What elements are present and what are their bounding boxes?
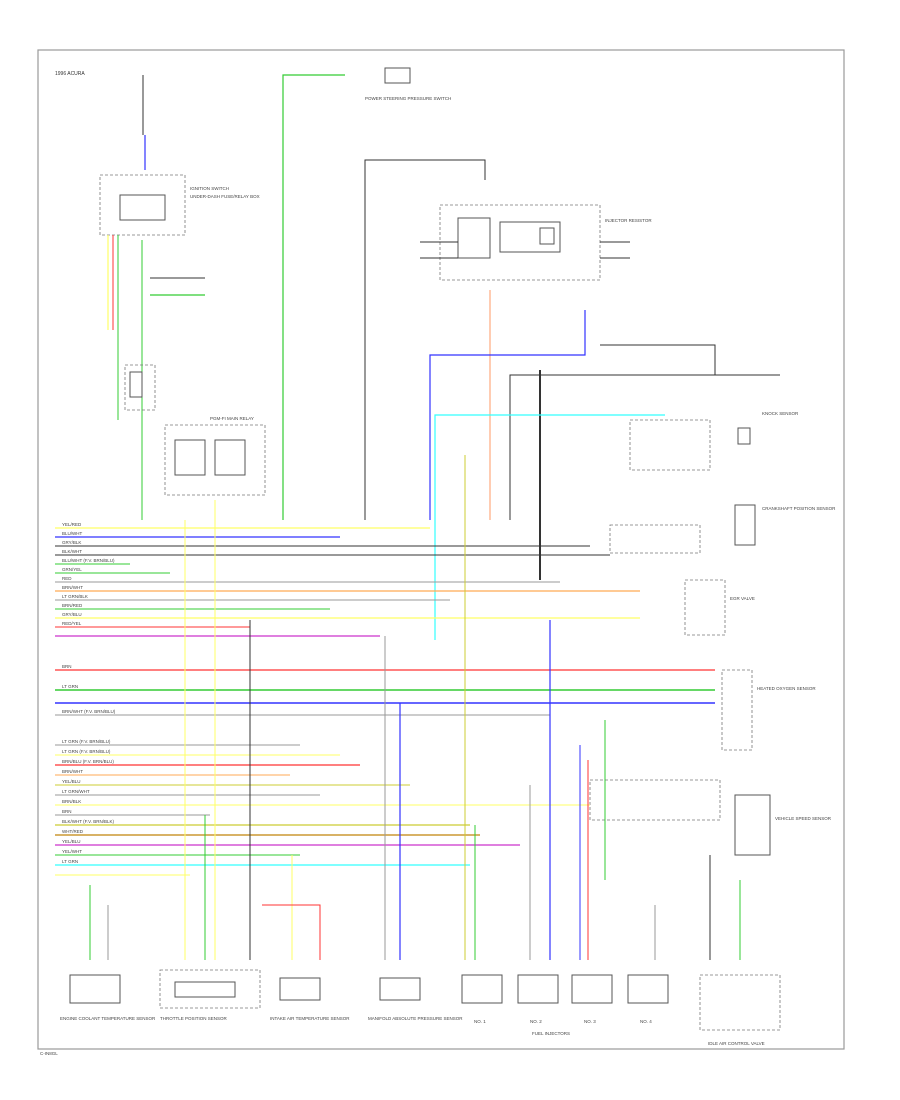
main-relay: PGM-FI MAIN RELAY — [164, 416, 266, 496]
left-label-19: YEL/BLU — [62, 779, 81, 784]
ignition-switch-label: IGNITION SWITCH — [190, 186, 229, 191]
tp-label: THROTTLE POSITION SENSOR — [160, 1016, 228, 1021]
egr-valve-label: EGR VALVE — [730, 596, 755, 601]
power-steering-switch: POWER STEERING PRESSURE SWITCH — [282, 67, 451, 520]
left-label-21: BRN/BLK — [62, 799, 81, 804]
left-label-13: LT GRN — [62, 684, 78, 689]
bottom-components: ENGINE COOLANT TEMPERATURE SENSOR THROTT… — [60, 969, 781, 1046]
left-label-14: BRN/WHT (F.V. BRN/BLU) — [62, 709, 116, 714]
o2-sensor-label: HEATED OXYGEN SENSOR — [757, 686, 816, 691]
iat-label: INTAKE AIR TEMPERATURE SENSOR — [270, 1016, 350, 1021]
knock-sensor-label: KNOCK SENSOR — [762, 411, 799, 416]
left-label-11: RED/YEL — [62, 621, 82, 626]
left-label-16: LT GRN (F.V. BRN/BLU) — [62, 749, 111, 754]
injector-1-label: NO. 1 — [474, 1019, 486, 1024]
left-wire-labels: YEL/RED BLU/WHT GRY/BLK BLK/WHT BLU/WHT … — [62, 522, 116, 864]
left-label-1: BLU/WHT — [62, 531, 83, 536]
right-components: KNOCK SENSOR CRANKSHAFT POSITION SENSOR … — [589, 411, 836, 856]
left-label-9: BRN/RED — [62, 603, 83, 608]
ckp-sensor-label: CRANKSHAFT POSITION SENSOR — [762, 506, 836, 511]
footer-note: C-IN8GL — [40, 1051, 58, 1056]
left-label-22: BRN — [62, 809, 72, 814]
main-relay-label: PGM-FI MAIN RELAY — [210, 416, 254, 421]
left-label-2: GRY/BLK — [62, 540, 81, 545]
injector-3-label: NO. 3 — [584, 1019, 596, 1024]
left-label-27: LT GRN — [62, 859, 78, 864]
left-label-26: YEL/WHT — [62, 849, 82, 854]
vertical-drops — [89, 455, 741, 960]
left-label-17: BRN/BLU (F.V. BRN/BLU) — [62, 759, 114, 764]
left-label-7: BRN/WHT — [62, 585, 83, 590]
left-label-6: RED — [62, 576, 72, 581]
injector-4-label: NO. 4 — [640, 1019, 652, 1024]
left-label-12: BRN — [62, 664, 72, 669]
mid-right-wires — [429, 290, 780, 640]
left-label-3: BLK/WHT — [62, 549, 82, 554]
ps-switch-label: POWER STEERING PRESSURE SWITCH — [365, 96, 451, 101]
map-label: MANIFOLD ABSOLUTE PRESSURE SENSOR — [368, 1016, 463, 1021]
ect-label: ENGINE COOLANT TEMPERATURE SENSOR — [60, 1016, 156, 1021]
injector-group-label: FUEL INJECTORS — [532, 1031, 570, 1036]
injector-resistor: INJECTOR RESISTOR — [364, 159, 652, 520]
left-vertical-wires — [107, 235, 205, 520]
left-label-15: LT GRN (F.V. BRN/BLU) — [62, 739, 111, 744]
left-label-23: BLK/WHT (F.V. BRN/BLK) — [62, 819, 115, 824]
left-label-20: LT GRN/WHT — [62, 789, 90, 794]
left-label-10: GRY/BLU — [62, 612, 82, 617]
injector-resistor-label: INJECTOR RESISTOR — [605, 218, 652, 223]
left-label-25: YEL/BLU — [62, 839, 81, 844]
corner-note: 1996 ACURA — [55, 71, 85, 77]
ignition-switch-group: IGNITION SWITCH UNDER-DASH FUSE/RELAY BO… — [99, 75, 260, 236]
injector-2-label: NO. 2 — [530, 1019, 542, 1024]
left-label-4: BLU/WHT (F.V. BRN/BLU) — [62, 558, 115, 563]
left-label-24: WHT/RED — [62, 829, 84, 834]
vss-label: VEHICLE SPEED SENSOR — [775, 816, 832, 821]
iac-label: IDLE AIR CONTROL VALVE — [708, 1041, 765, 1046]
fuse-box-label: UNDER-DASH FUSE/RELAY BOX — [190, 194, 260, 199]
left-label-0: YEL/RED — [62, 522, 82, 527]
left-label-5: GRN/YEL — [62, 567, 82, 572]
left-label-18: BRN/WHT — [62, 769, 83, 774]
left-label-8: LT GRN/BLK — [62, 594, 88, 599]
diagram-frame — [37, 49, 845, 1050]
